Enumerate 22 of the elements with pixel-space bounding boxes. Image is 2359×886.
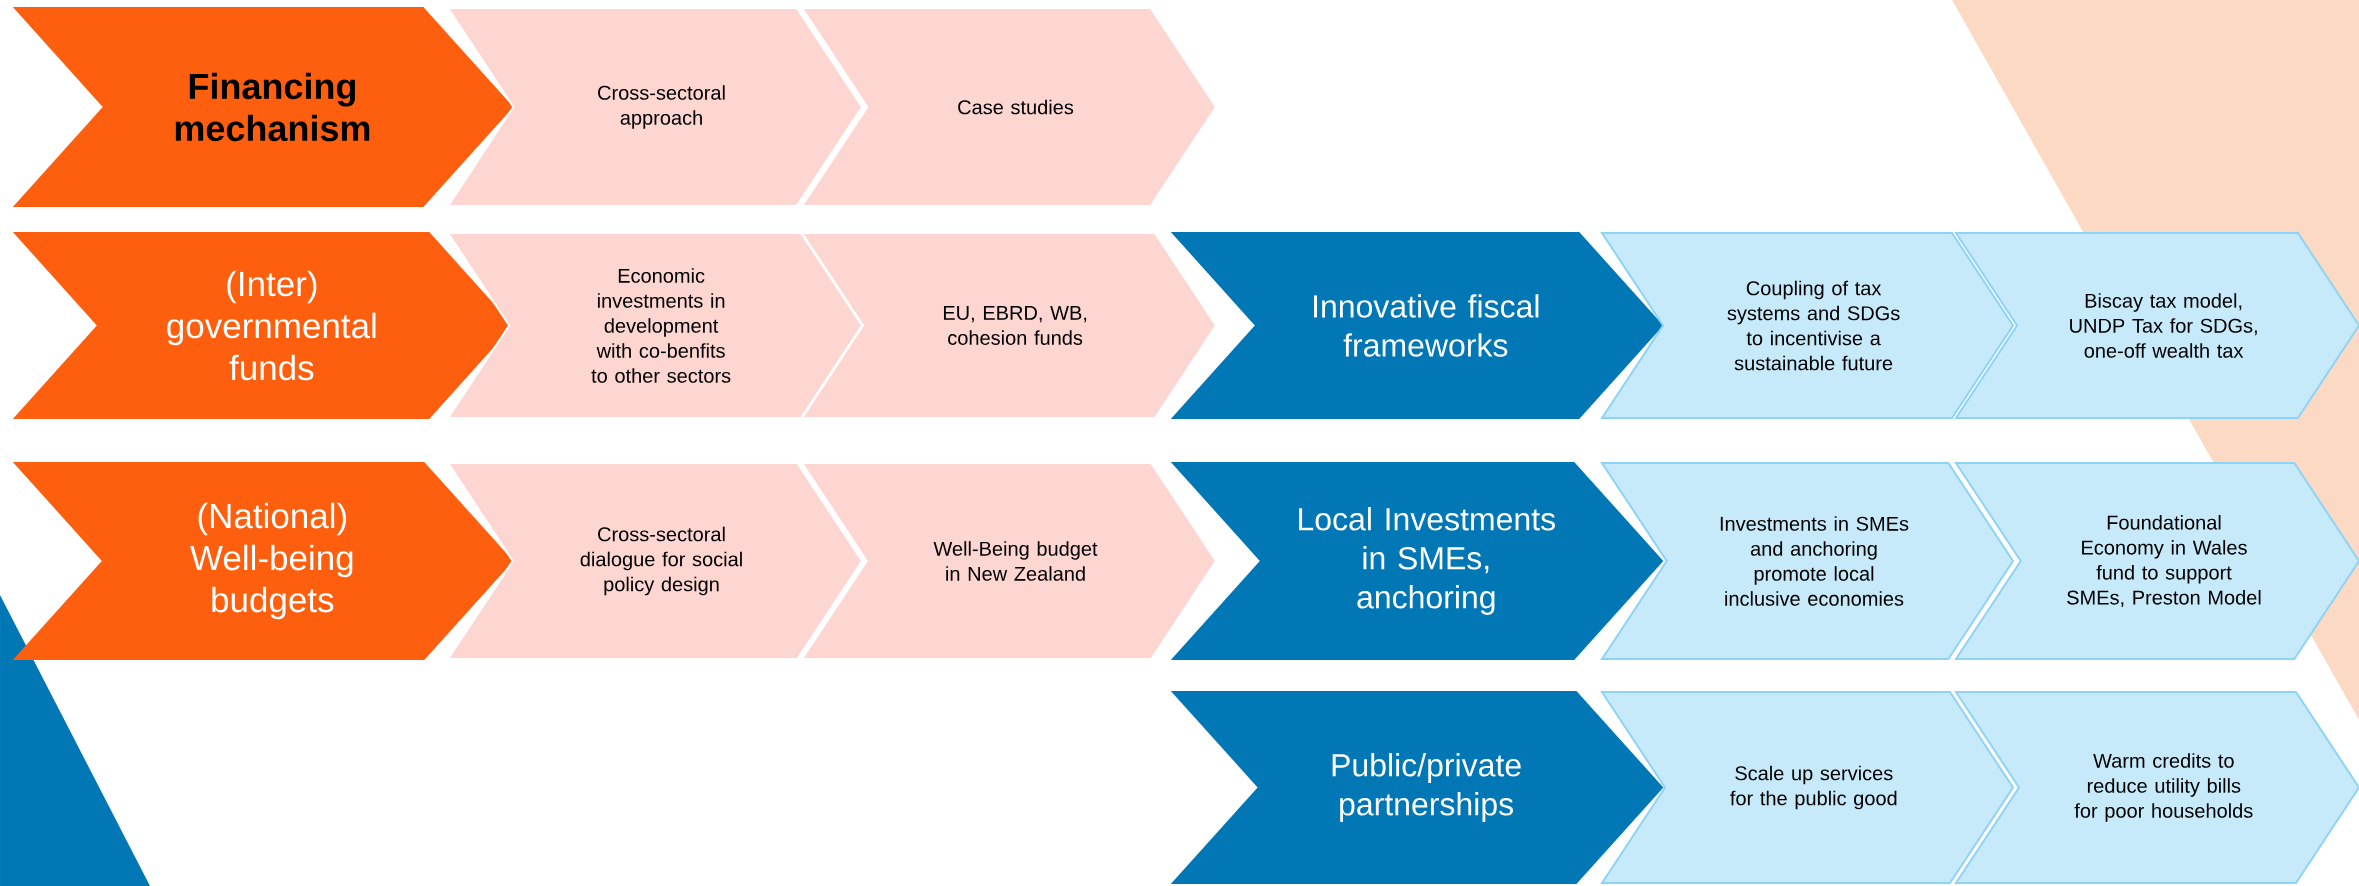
chevron-step: Foundational Economy in Wales fund to support SMEs, Preston Model [1954,462,2359,660]
node-label: Foundational Economy in Wales fund to support SMEs, Preston Model [2067,514,2261,608]
chevron-step: Cross-sectoral approach [446,7,864,207]
chevron-step: Coupling of tax systems and SDGs to incentivise a sustainable future [1600,232,2015,419]
chevron-step: Warm credits to reduce utility bills for poor households [1954,691,2359,884]
chevron-step: (Inter) governmental funds [12,232,514,419]
node-label: Biscay tax model, UNDP Tax for SDGs, one-off wealth tax [2070,293,2257,358]
chevron-step: Local Investments in SMEs, anchoring [1170,462,1664,660]
chevron-step: Innovative fiscal frameworks [1170,232,1664,419]
node-label: Warm credits to reduce utility bills for poor households [2074,753,2253,822]
chevron-step: Biscay tax model, UNDP Tax for SDGs, one-off wealth tax [1954,232,2359,419]
chevron-step: EU, EBRD, WB, cohesion funds [800,232,1218,419]
chevron-step: Public/private partnerships [1170,691,1664,884]
chevron-step: Case studies [800,7,1218,207]
chevron-step: Well-Being budget in New Zealand [800,462,1218,660]
chevron-step: Investments in SMEs and anchoring promote local inclusive economies [1600,462,2015,660]
chevron-step: Scale up services for the public good [1600,691,2015,884]
chevron-step: Economic investments in development with co-benfits to other sectors [446,232,864,419]
chevron-step: Financing mechanism [12,7,514,207]
chevron-step: Cross-sectoral dialogue for social policy design [446,462,864,660]
chevron-step: (National) Well-being budgets [12,462,514,660]
node-label: Scale up services for the public good [1730,765,1897,810]
